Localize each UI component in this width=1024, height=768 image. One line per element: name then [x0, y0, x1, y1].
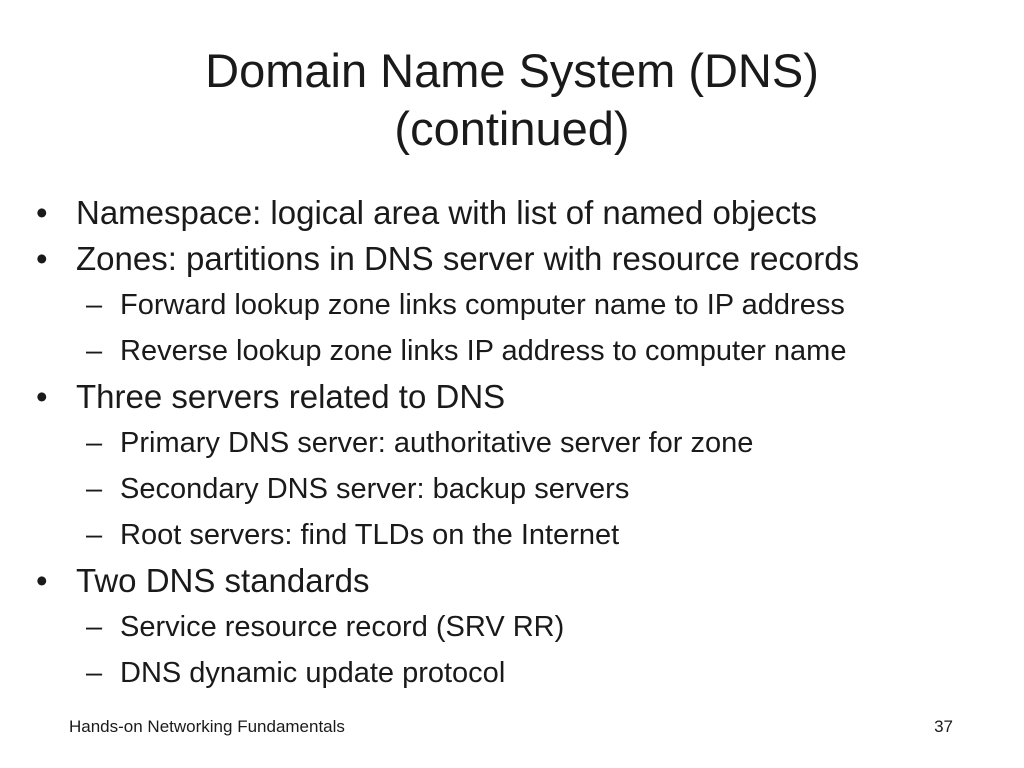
slide-title-line-1: Domain Name System (DNS): [205, 44, 819, 97]
bullet-marker: •: [36, 378, 48, 415]
dash-marker: –: [86, 473, 103, 505]
sub-bullet-text: Secondary DNS server: backup servers: [120, 473, 630, 505]
slide-number: 37: [934, 717, 953, 736]
dash-marker: –: [86, 335, 103, 367]
sub-bullet-item: – Reverse lookup zone links IP address t…: [34, 328, 994, 374]
dash-marker: –: [86, 657, 103, 689]
sub-bullet-text: Primary DNS server: authoritative server…: [120, 427, 754, 459]
sub-bullet-item: – Primary DNS server: authoritative serv…: [34, 420, 994, 466]
sub-bullet-item: – DNS dynamic update protocol: [34, 650, 994, 696]
bullet-item: • Zones: partitions in DNS server with r…: [34, 236, 994, 282]
dash-marker: –: [86, 519, 103, 551]
sub-bullet-text: Root servers: find TLDs on the Internet: [120, 519, 620, 551]
footer-course-title: Hands-on Networking Fundamentals: [69, 717, 345, 736]
dash-marker: –: [86, 289, 103, 321]
sub-bullet-text: Service resource record (SRV RR): [120, 611, 565, 643]
sub-bullet-text: Forward lookup zone links computer name …: [120, 289, 845, 321]
sub-bullet-item: – Service resource record (SRV RR): [34, 604, 994, 650]
bullet-text: Zones: partitions in DNS server with res…: [76, 240, 860, 277]
sub-bullet-item: – Root servers: find TLDs on the Interne…: [34, 512, 994, 558]
sub-bullet-text: DNS dynamic update protocol: [120, 657, 506, 689]
bullet-text: Namespace: logical area with list of nam…: [76, 194, 818, 231]
slide-title-line-2: (continued): [394, 102, 630, 155]
sub-bullet-item: – Forward lookup zone links computer nam…: [34, 282, 994, 328]
bullet-item: • Three servers related to DNS: [34, 374, 994, 420]
bullet-text: Two DNS standards: [76, 562, 370, 599]
bullet-marker: •: [36, 194, 48, 231]
dash-marker: –: [86, 611, 103, 643]
slide-title: Domain Name System (DNS) (continued): [60, 42, 964, 158]
sub-bullet-item: – Secondary DNS server: backup servers: [34, 466, 994, 512]
bullet-item: • Two DNS standards: [34, 558, 994, 604]
bullet-marker: •: [36, 562, 48, 599]
bullet-marker: •: [36, 240, 48, 277]
dash-marker: –: [86, 427, 103, 459]
bullet-text: Three servers related to DNS: [76, 378, 506, 415]
sub-bullet-text: Reverse lookup zone links IP address to …: [120, 335, 847, 367]
bullet-list: • Namespace: logical area with list of n…: [34, 190, 994, 696]
bullet-item: • Namespace: logical area with list of n…: [34, 190, 994, 236]
